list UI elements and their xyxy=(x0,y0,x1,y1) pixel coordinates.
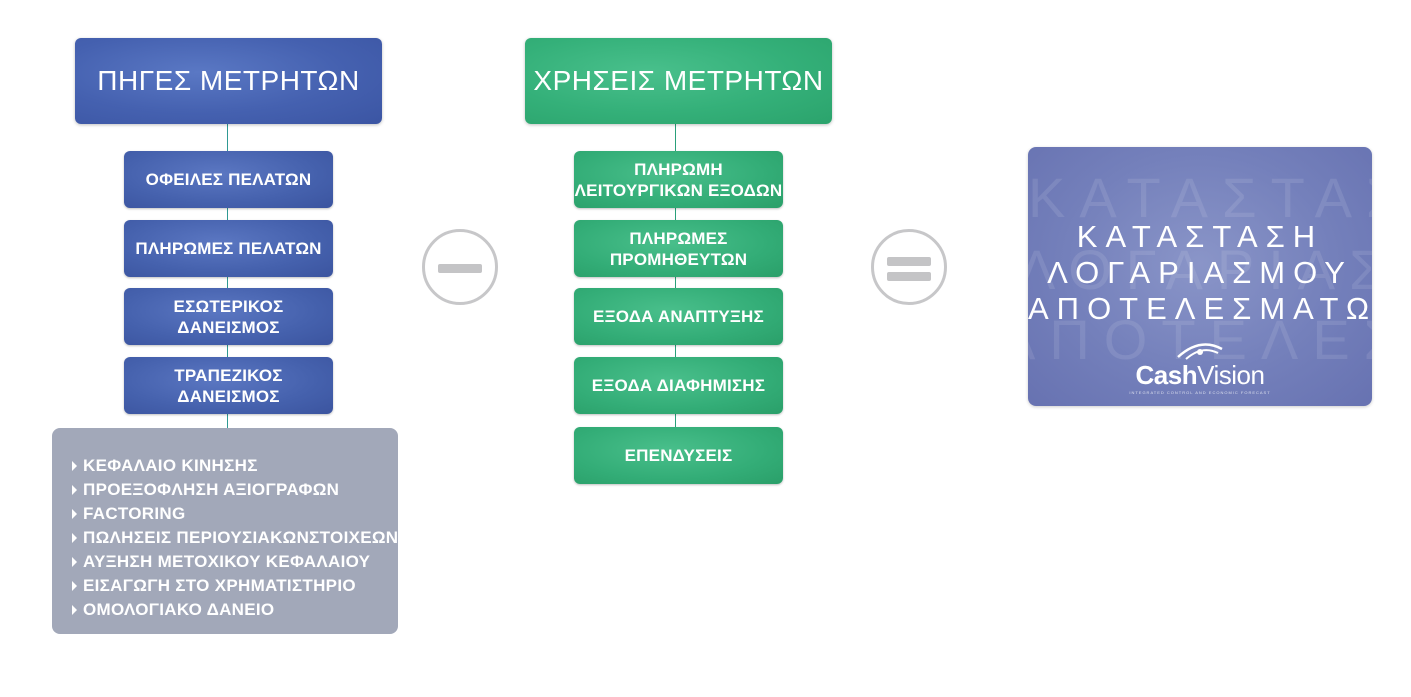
uses-item-label: ΛΕΙΤΟΥΡΓΙΚΩΝ ΕΞΟΔΩΝ xyxy=(574,180,783,200)
minus-bar xyxy=(438,264,482,273)
sources-item-label: ΕΣΩΤΕΡΙΚΟΣ ΔΑΝΕΙΣΜΟΣ xyxy=(173,296,284,337)
equals-bar-bottom xyxy=(887,272,931,281)
caret-right-icon xyxy=(72,605,77,615)
sources-header: ΠΗΓΕΣ ΜΕΤΡΗΤΩΝ xyxy=(75,38,382,124)
sources-item-label: ΟΦΕΙΛΕΣ ΠΕΛΑΤΩΝ xyxy=(145,170,312,189)
uses-item-operating-expenses: ΠΛΗΡΩΜΗ ΛΕΙΤΟΥΡΓΙΚΩΝ ΕΞΟΔΩΝ xyxy=(574,151,783,208)
list-item: ΚΕΦΑΛΑΙΟ ΚΙΝΗΣΗΣ xyxy=(72,454,398,478)
eye-arc-icon xyxy=(1177,343,1223,360)
sources-title: ΠΗΓΕΣ ΜΕΤΡΗΤΩΝ xyxy=(97,65,360,96)
uses-item-investments: ΕΠΕΝΔΥΣΕΙΣ xyxy=(574,427,783,484)
uses-item-label: ΠΡΟΜΗΘΕΥΤΩΝ xyxy=(609,249,748,269)
equals-circle-icon xyxy=(871,229,947,305)
result-watermark: ΚΑΤΑΣΤΑΣΗ xyxy=(1028,166,1372,229)
caret-right-icon xyxy=(72,581,77,591)
sources-item-customer-debts: ΟΦΕΙΛΕΣ ΠΕΛΑΤΩΝ xyxy=(124,151,333,208)
list-item: ΟΜΟΛΟΓΙΑΚΟ ΔΑΝΕΙΟ xyxy=(72,598,398,622)
sources-item-label: ΠΛΗΡΩΜΕΣ ΠΕΛΑΤΩΝ xyxy=(135,239,322,258)
sources-financing-list: ΚΕΦΑΛΑΙΟ ΚΙΝΗΣΗΣ ΠΡΟΕΞΟΦΛΗΣΗ ΑΞΙΟΓΡΑΦΩΝ … xyxy=(52,428,398,634)
sources-item-customer-payments: ΠΛΗΡΩΜΕΣ ΠΕΛΑΤΩΝ xyxy=(124,220,333,277)
uses-item-advertising-expenses: ΕΞΟΔΑ ΔΙΑΦΗΜΙΣΗΣ xyxy=(574,357,783,414)
result-card: ΚΑΤΑΣΤΑΣΗ ΛΟΓΑΡΙΑΣΜΟΥ ΑΠΟΤΕΛΕΣΜΑΤΩΝ ΚΑΤΑ… xyxy=(1028,147,1372,406)
caret-right-icon xyxy=(72,461,77,471)
uses-header: ΧΡΗΣΕΙΣ ΜΕΤΡΗΤΩΝ xyxy=(525,38,832,124)
uses-item-label: ΕΠΕΝΔΥΣΕΙΣ xyxy=(624,446,733,465)
caret-right-icon xyxy=(72,509,77,519)
minus-circle-icon xyxy=(422,229,498,305)
list-item: FACTORING xyxy=(72,502,398,526)
list-item: ΠΩΛΗΣΕΙΣ ΠΕΡΙΟΥΣΙΑΚΩΝΣΤΟΙΧΕΩΝ xyxy=(72,526,398,550)
sources-item-label: ΤΡΑΠΕΖΙΚΟΣ ΔΑΝΕΙΣΜΟΣ xyxy=(174,365,283,406)
uses-item-supplier-payments: ΠΛΗΡΩΜΕΣ ΠΡΟΜΗΘΕΥΤΩΝ xyxy=(574,220,783,277)
uses-item-development-expenses: ΕΞΟΔΑ ΑΝΑΠΤΥΞΗΣ xyxy=(574,288,783,345)
caret-right-icon xyxy=(72,557,77,567)
list-item: ΕΙΣΑΓΩΓΗ ΣΤΟ ΧΡΗΜΑΤΙΣΤΗΡΙΟ xyxy=(72,574,398,598)
uses-title: ΧΡΗΣΕΙΣ ΜΕΤΡΗΤΩΝ xyxy=(533,65,824,96)
result-title-line-1: ΚΑΤΑΣΤΑΣΗ xyxy=(1076,219,1324,254)
uses-item-label: ΠΛΗΡΩΜΕΣ xyxy=(629,228,728,248)
caret-right-icon xyxy=(72,485,77,495)
sources-item-internal-borrowing: ΕΣΩΤΕΡΙΚΟΣ ΔΑΝΕΙΣΜΟΣ xyxy=(124,288,333,345)
list-item: ΠΡΟΕΞΟΦΛΗΣΗ ΑΞΙΟΓΡΑΦΩΝ xyxy=(72,478,398,502)
result-watermark: ΛΟΓΑΡΙΑΣΜΟΥ xyxy=(1028,238,1372,301)
logo-tagline: INTEGRATED CONTROL AND ECONOMIC FORECAST xyxy=(1129,390,1271,395)
cashvision-logo: CashVision INTEGRATED CONTROL AND ECONOM… xyxy=(1028,339,1372,395)
result-title-line-3: ΑΠΟΤΕΛΕΣΜΑΤΩΝ xyxy=(1028,291,1372,326)
uses-item-label: ΠΛΗΡΩΜΗ xyxy=(634,159,723,179)
result-title-line-2: ΛΟΓΑΡΙΑΣΜΟΥ xyxy=(1047,255,1353,290)
result-watermark: ΑΠΟΤΕΛΕΣΜΑΤΩΝ xyxy=(1028,308,1372,371)
list-item: ΑΥΞΗΣΗ ΜΕΤΟΧΙΚΟΥ ΚΕΦΑΛΑΙΟΥ xyxy=(72,550,398,574)
caret-right-icon xyxy=(72,533,77,543)
uses-item-label: ΕΞΟΔΑ ΑΝΑΠΤΥΞΗΣ xyxy=(593,307,764,326)
logo-text-bold: Cash xyxy=(1135,360,1198,390)
sources-item-bank-borrowing: ΤΡΑΠΕΖΙΚΟΣ ΔΑΝΕΙΣΜΟΣ xyxy=(124,357,333,414)
uses-item-label: ΕΞΟΔΑ ΔΙΑΦΗΜΙΣΗΣ xyxy=(591,376,766,395)
logo-text-light: Vision xyxy=(1197,360,1265,390)
equals-bar-top xyxy=(887,257,931,266)
